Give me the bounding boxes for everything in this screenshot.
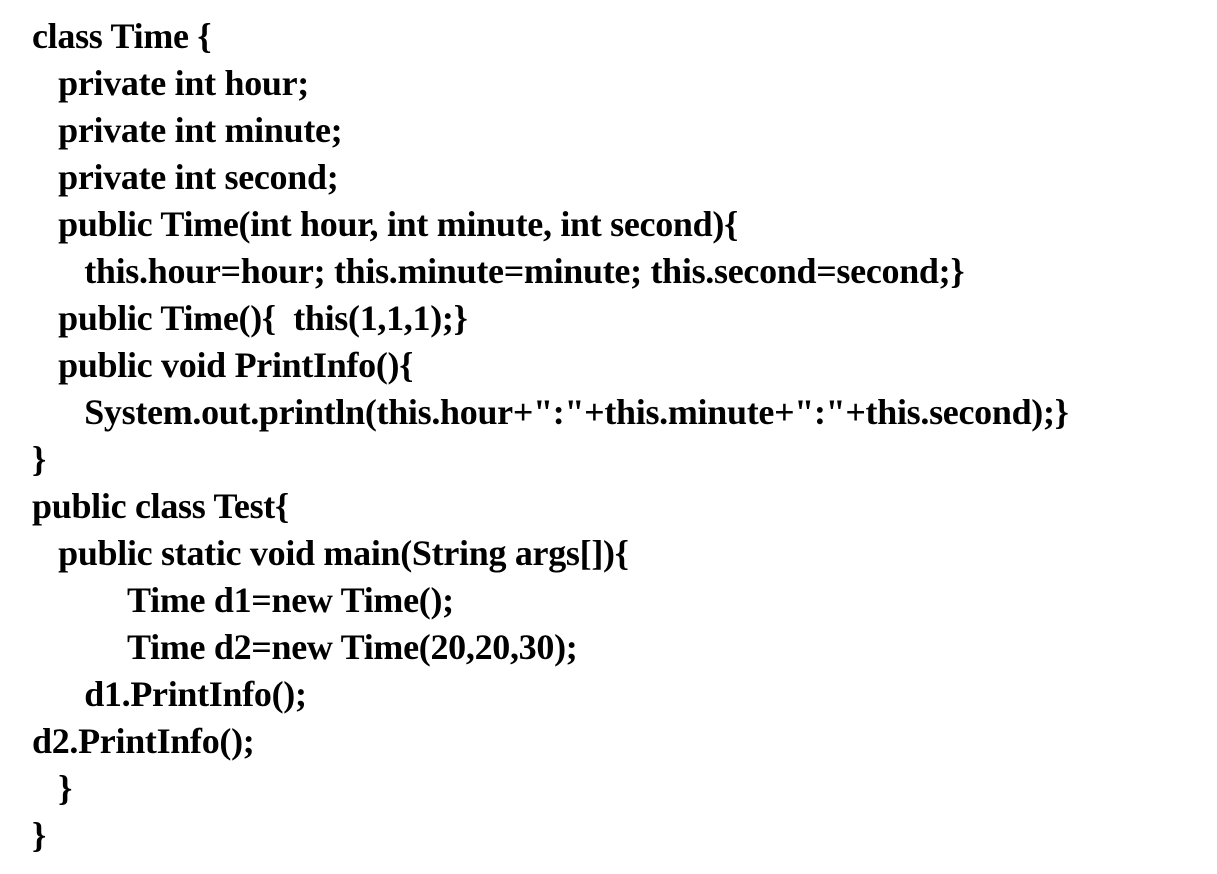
code-line-12: public static void main(String args[]){ xyxy=(32,533,629,573)
code-line-9: System.out.println(this.hour+":"+this.mi… xyxy=(32,392,1069,432)
code-line-6: this.hour=hour; this.minute=minute; this… xyxy=(32,251,965,291)
code-listing: class Time { private int hour; private i… xyxy=(0,13,1217,874)
code-line-16: d2.PrintInfo(); xyxy=(32,721,255,761)
code-line-18: } xyxy=(32,815,46,855)
code-line-7: public Time(){ this(1,1,1);} xyxy=(32,298,468,338)
code-line-5: public Time(int hour, int minute, int se… xyxy=(32,204,738,244)
code-line-10: } xyxy=(32,439,46,479)
code-line-17: } xyxy=(32,768,72,808)
code-line-14: Time d2=new Time(20,20,30); xyxy=(32,627,578,667)
code-line-8: public void PrintInfo(){ xyxy=(32,345,414,385)
code-line-13: Time d1=new Time(); xyxy=(32,580,454,620)
code-line-3: private int minute; xyxy=(32,110,343,150)
code-line-1: class Time { xyxy=(32,16,212,56)
code-line-2: private int hour; xyxy=(32,63,309,103)
code-line-4: private int second; xyxy=(32,157,339,197)
code-line-11: public class Test{ xyxy=(32,486,289,526)
code-line-15: d1.PrintInfo(); xyxy=(32,674,307,714)
